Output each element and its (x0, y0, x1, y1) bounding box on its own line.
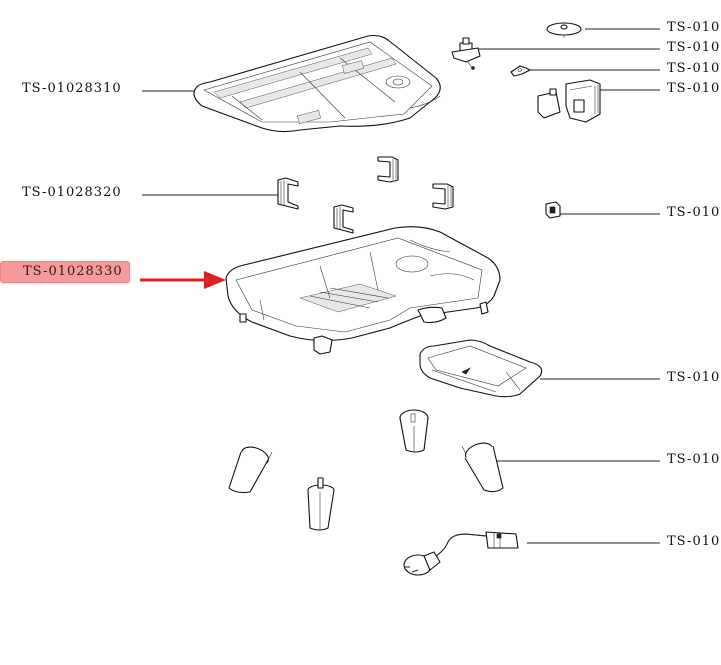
clip-4 (333, 204, 354, 234)
part-label-connector-block[interactable]: TS-010 (667, 81, 721, 96)
part-label-clips[interactable]: TS-01028320 (22, 185, 122, 200)
part-label-drip-tray[interactable]: TS-010 (667, 370, 721, 385)
foot-1 (228, 446, 273, 494)
foot-3 (461, 442, 504, 493)
part-label-switch[interactable]: TS-010 (667, 205, 721, 220)
highlight-arrow (140, 271, 226, 289)
part-label-small-clip[interactable]: TS-010 (667, 61, 721, 76)
part-label-feet[interactable]: TS-010 (667, 452, 721, 467)
clip-3 (432, 183, 454, 210)
foot-4 (307, 477, 335, 531)
part-label-base-housing-highlighted[interactable]: TS-01028330 (0, 261, 130, 283)
part-clips[interactable] (277, 156, 454, 234)
part-label-disc[interactable]: TS-010 (667, 20, 721, 35)
part-feet[interactable] (228, 409, 504, 531)
part-label-power-cord[interactable]: TS-010 (667, 534, 721, 549)
part-connector-block[interactable] (537, 79, 601, 123)
leader-lines (142, 28, 660, 544)
part-base-housing[interactable] (225, 226, 501, 355)
part-power-cord[interactable] (403, 531, 519, 576)
part-thermostat[interactable] (451, 37, 481, 70)
part-disc[interactable] (546, 22, 582, 38)
part-small-clip[interactable] (510, 65, 531, 77)
clip-1 (277, 177, 299, 210)
part-label-top-frame[interactable]: TS-01028310 (22, 81, 122, 96)
clip-2 (377, 156, 399, 183)
part-drip-tray[interactable] (419, 339, 543, 398)
part-label-thermostat[interactable]: TS-010 (667, 40, 721, 55)
foot-2 (399, 409, 429, 453)
part-top-frame[interactable] (193, 34, 441, 133)
part-switch[interactable] (545, 201, 561, 219)
